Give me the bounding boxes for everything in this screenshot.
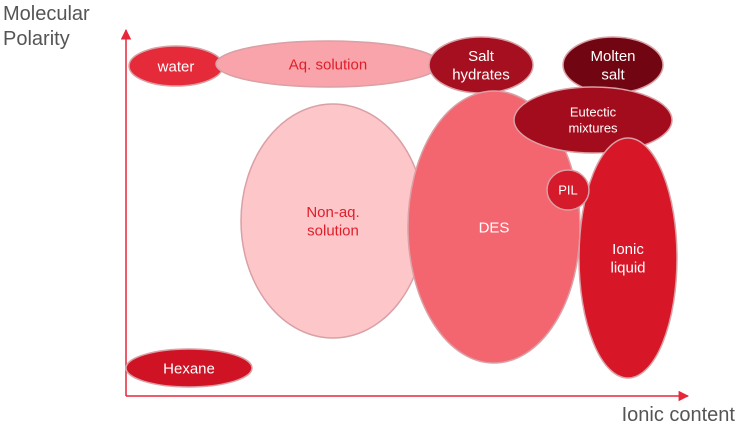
- region-pil-label: PIL: [558, 183, 578, 198]
- region-aq-label: Aq. solution: [289, 56, 367, 73]
- region-hexane-label: Hexane: [163, 360, 215, 377]
- y-axis-title: Molecular Polarity: [3, 2, 143, 52]
- region-nonaq-shape: [240, 103, 426, 339]
- region-nonaq: Non-aq.solution: [240, 103, 426, 339]
- region-water: water: [128, 45, 224, 87]
- region-hexane-shape: [125, 348, 253, 388]
- region-eutectic-shape: [513, 86, 673, 154]
- y-axis-title-line1: Molecular: [3, 3, 90, 25]
- region-water-label: water: [157, 58, 195, 75]
- region-salt-shape: [428, 36, 534, 94]
- region-nonaq-label: Non-aq.solution: [306, 204, 359, 240]
- region-pil-shape: [546, 169, 590, 211]
- region-molten-shape: [562, 36, 664, 94]
- region-des-label: DES: [479, 219, 510, 236]
- x-axis-title: Ionic content: [621, 404, 735, 426]
- region-ionic-shape: [578, 137, 678, 379]
- region-hexane: Hexane: [125, 348, 253, 388]
- y-axis-title-line2: Polarity: [3, 28, 70, 50]
- region-pil: PIL: [546, 169, 590, 211]
- region-aq: Aq. solution: [215, 40, 441, 88]
